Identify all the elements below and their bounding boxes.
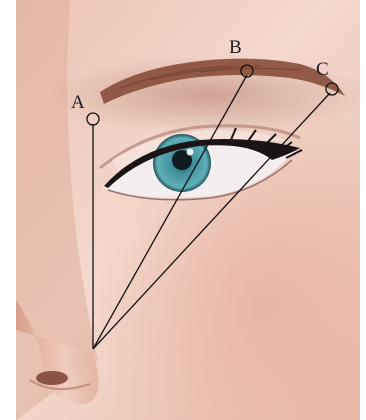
marker-c-label: C bbox=[316, 59, 329, 80]
marker-a-label: A bbox=[71, 92, 85, 113]
eye-catchlight bbox=[187, 149, 194, 156]
nostril bbox=[36, 371, 68, 385]
marker-b-label: B bbox=[229, 37, 242, 58]
